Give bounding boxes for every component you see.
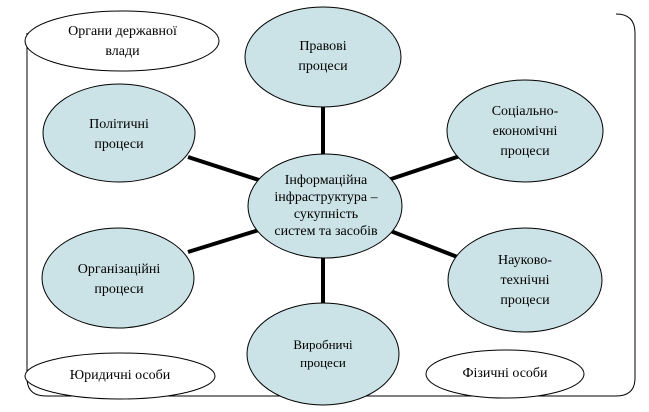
connector-organizational bbox=[187, 227, 263, 254]
actor-legal-entities-ellipse bbox=[24, 352, 216, 400]
bubble-socioeconomic bbox=[446, 79, 604, 183]
actor-individuals-ellipse bbox=[425, 349, 585, 399]
bubble-organizational bbox=[41, 227, 195, 329]
actor-authorities-ellipse bbox=[24, 10, 220, 72]
connector-political bbox=[187, 155, 263, 183]
bubble-political bbox=[42, 83, 196, 183]
connectors bbox=[187, 106, 461, 305]
connector-scitech bbox=[387, 228, 461, 260]
connector-socioeconomic bbox=[387, 154, 461, 182]
process-bubbles bbox=[41, 6, 604, 406]
bubble-scitech bbox=[447, 227, 603, 333]
outer-frame bbox=[26, 13, 636, 397]
bubble-legal bbox=[244, 6, 402, 108]
bubble-production bbox=[246, 302, 400, 406]
bubble-center bbox=[247, 153, 403, 259]
